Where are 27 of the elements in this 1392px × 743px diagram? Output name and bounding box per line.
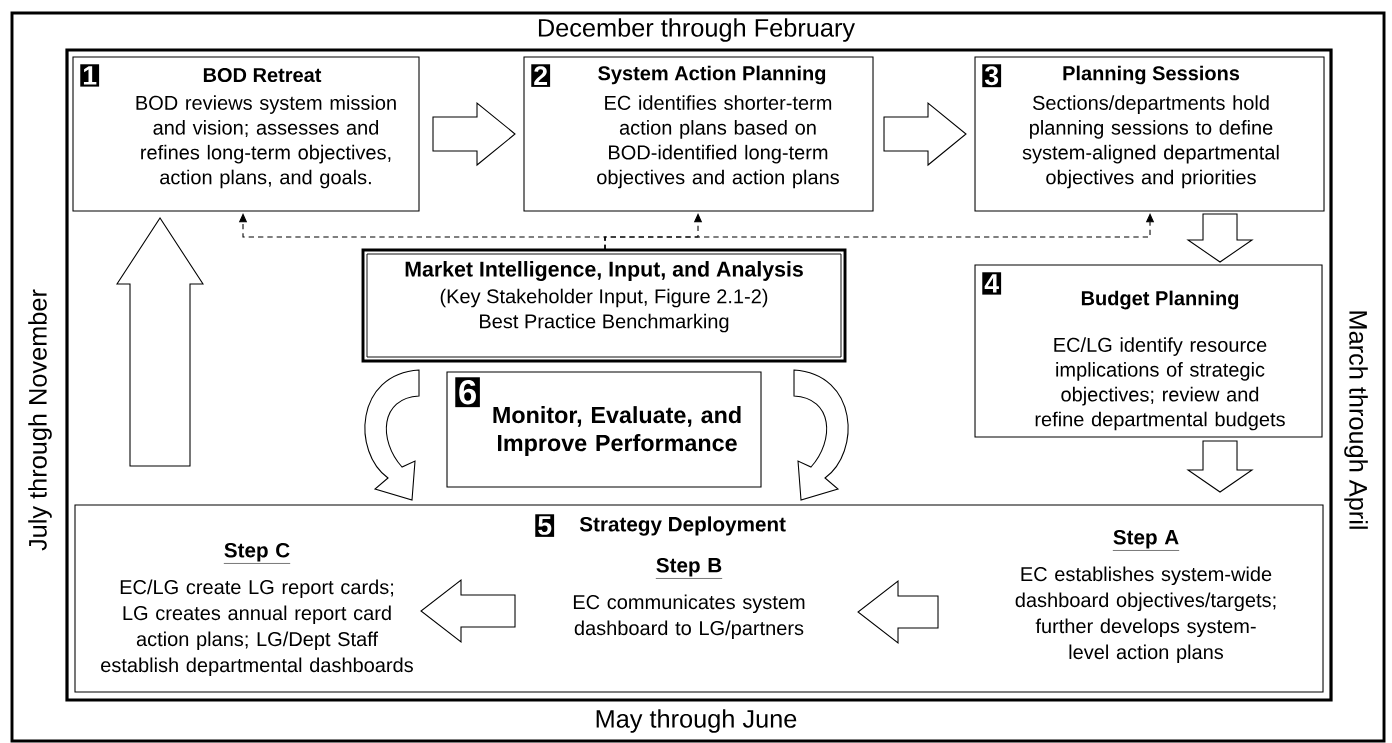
step-description: Step A EC establishes system-wide dashboard objectives/targets; further develops system-level action plans [1015, 529, 1276, 664]
step-description: Step C EC/LG create LG report cards; LG creates annual report card action plans; LG/Dept Staff establish departmental dashboards [101, 542, 413, 677]
period-label: July through November [28, 289, 52, 551]
period-label: March through April [1344, 311, 1368, 529]
step-number-badge: 2 [531, 64, 551, 87]
input-box: Market Intelligence, Input, and Analysis (Key Stakeholder Input, Figure 2.1-2) Best Practice Benchmarking [361, 248, 847, 363]
step-number-badge: 1 [80, 64, 100, 87]
process-box: 6 Monitor, Evaluate, and Improve Performance [446, 371, 762, 488]
process-box: 2 System Action Planning EC identifies shorter-term action plans based on BOD-identified long-term objectives and action plans [523, 56, 874, 212]
curved-arrow [793, 369, 849, 501]
block-arrow [420, 578, 516, 644]
curved-arrow [364, 369, 420, 501]
process-box: 1 BOD Retreat BOD reviews system mission and vision; assesses and refines long-term objectives, action plans, and goals. [72, 56, 420, 212]
block-arrow [857, 579, 939, 645]
block-arrow [432, 101, 516, 167]
block-arrow [1186, 213, 1254, 263]
step-number-badge: 4 [982, 272, 1002, 295]
step-number-badge: 6 [455, 377, 480, 408]
step-number-badge: 5 [535, 514, 555, 537]
step-description: Step B EC communicates system dashboard to LG/partners [573, 557, 805, 640]
process-box: 4 Budget Planning EC/LG identify resource implications of strategic objectives; review and refine departmental budgets [974, 264, 1323, 438]
process-box: 3 Planning Sessions Sections/departments hold planning sessions to define system-aligned departmental objectives and priorities [974, 56, 1325, 212]
block-arrow [883, 101, 967, 167]
block-arrow [116, 217, 204, 467]
block-arrow [1186, 440, 1254, 493]
step-number-badge: 3 [982, 64, 1002, 88]
period-label: May through June [596, 709, 797, 733]
